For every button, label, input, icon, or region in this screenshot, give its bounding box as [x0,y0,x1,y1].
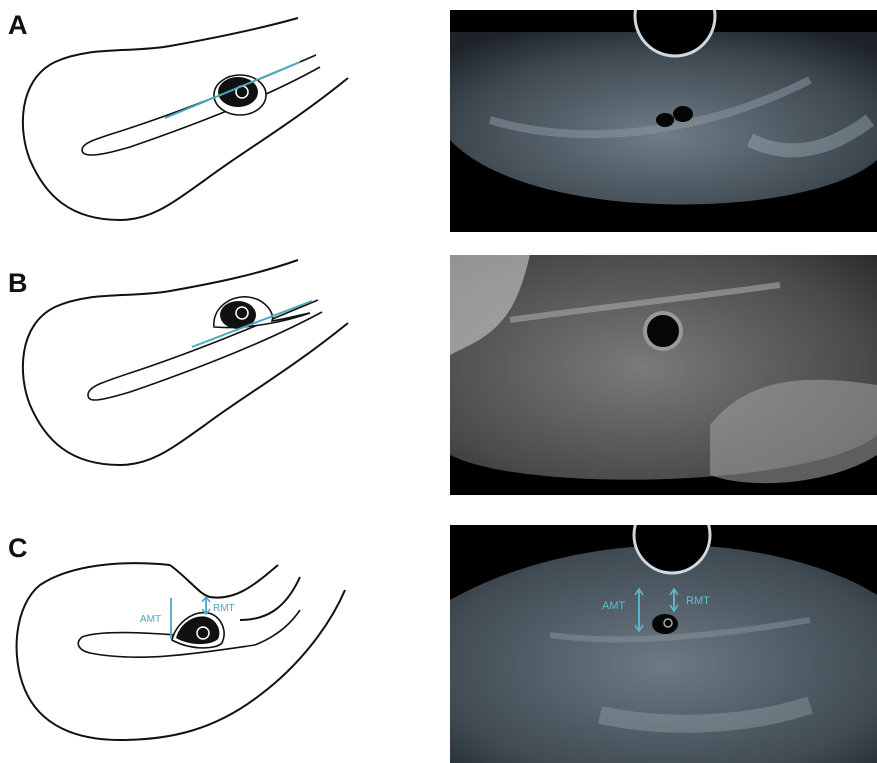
amt-label: AMT [140,614,161,625]
endometrial-cavity [88,300,322,400]
us-amt-label: AMT [602,600,626,612]
niche-lower-wall [255,610,300,645]
panel-b-diagram [0,255,440,490]
panel-c-ultrasound: AMT RMT [450,525,877,763]
niche-upper-wall [170,565,278,598]
uterus-outline [17,563,345,740]
endometrial-cavity [82,55,320,155]
niche-right-wall [240,577,300,620]
uterus-outline [23,260,348,465]
us-rmt-label: RMT [686,595,710,607]
panel-a-ultrasound [450,10,877,232]
endometrial-cavity [78,633,255,658]
rmt-label: RMT [213,603,235,614]
uterus-outline [23,18,348,220]
panel-a-diagram [0,10,440,235]
panel-b-ultrasound [450,255,877,495]
panel-c-diagram: AMT RMT [0,525,440,760]
